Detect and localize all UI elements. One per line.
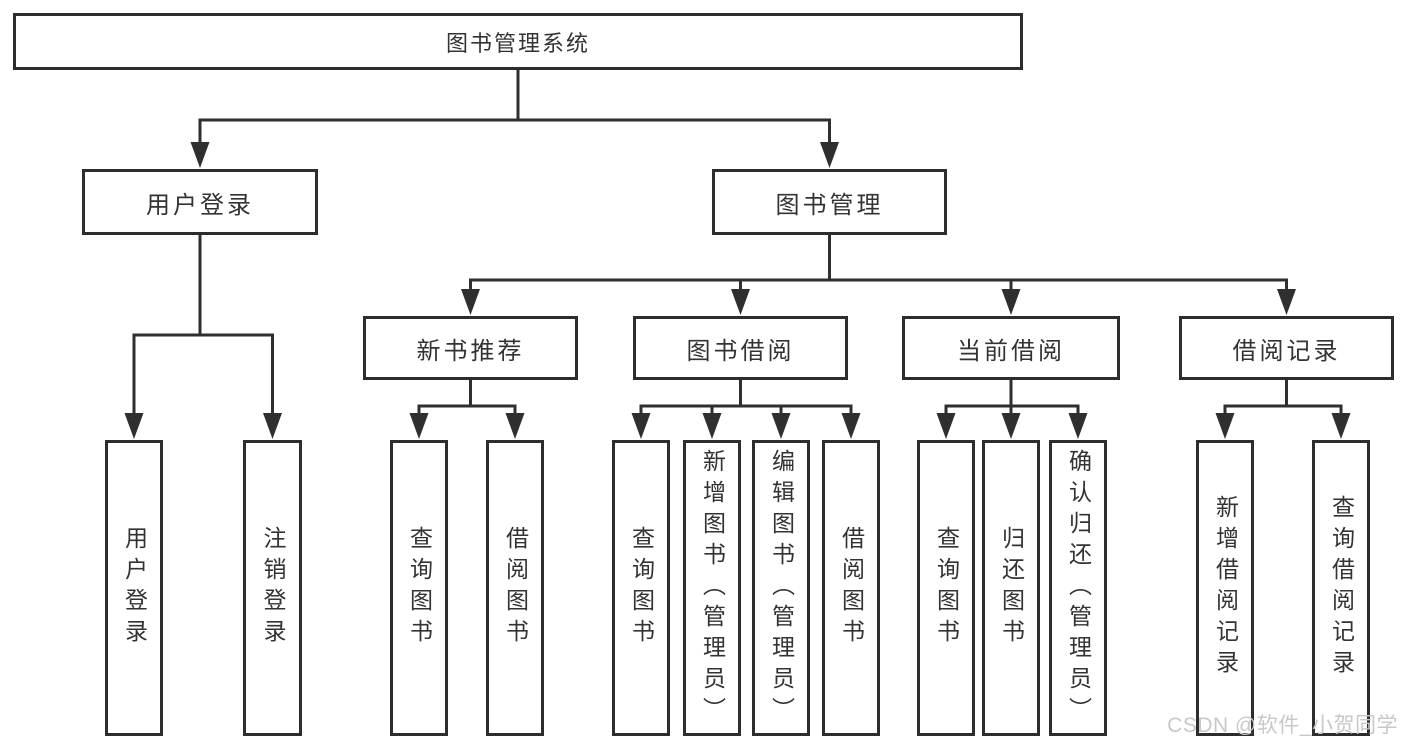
arrowhead-icon bbox=[461, 289, 480, 315]
arrowhead-icon bbox=[771, 413, 791, 439]
node-leaf-query-borrow-record: 查询借阅记录 bbox=[1312, 440, 1370, 736]
node-leaf-borrow-books-1: 借阅图书 bbox=[486, 440, 544, 736]
node-label-leaf-borrow-books-1: 借阅图书 bbox=[502, 526, 529, 650]
node-book-mgmt: 图书管理 bbox=[712, 169, 947, 235]
node-borrow-records: 借阅记录 bbox=[1179, 316, 1394, 380]
node-label-leaf-borrow-books-2: 借阅图书 bbox=[838, 526, 865, 650]
node-leaf-add-borrow-record: 新增借阅记录 bbox=[1196, 440, 1254, 736]
arrowhead-icon bbox=[263, 413, 282, 439]
arrowhead-icon bbox=[820, 142, 839, 168]
node-leaf-add-books: 新增图书（管理员） bbox=[683, 440, 741, 736]
arrowhead-icon bbox=[1277, 289, 1296, 315]
node-label-leaf-query-borrow-record: 查询借阅记录 bbox=[1328, 495, 1355, 681]
node-leaf-query-books-3: 查询图书 bbox=[917, 440, 975, 736]
arrowhead-icon bbox=[505, 413, 525, 439]
node-label-new-book-rec: 新书推荐 bbox=[416, 337, 525, 365]
node-leaf-borrow-books-2: 借阅图书 bbox=[822, 440, 880, 736]
arrowhead-icon bbox=[1001, 413, 1021, 439]
node-leaf-user-login: 用户登录 bbox=[105, 440, 163, 736]
arrowhead-icon bbox=[731, 289, 750, 315]
edge-new-book-rec bbox=[409, 380, 525, 439]
node-leaf-logout: 注销登录 bbox=[243, 440, 302, 736]
arrowhead-icon bbox=[409, 413, 429, 439]
node-leaf-query-books-1: 查询图书 bbox=[390, 440, 448, 736]
arrowhead-icon bbox=[936, 413, 956, 439]
arrowhead-icon bbox=[1001, 289, 1021, 315]
node-label-book-mgmt: 图书管理 bbox=[775, 191, 884, 219]
node-label-root: 图书管理系统 bbox=[445, 30, 590, 56]
node-label-leaf-query-books-2: 查询图书 bbox=[628, 526, 655, 650]
node-leaf-confirm-return: 确认归还（管理员） bbox=[1049, 440, 1107, 736]
watermark-text: CSDN @软件_小贺同学 bbox=[1167, 714, 1398, 737]
node-label-leaf-add-books: 新增图书（管理员） bbox=[699, 448, 726, 728]
arrowhead-icon bbox=[1068, 413, 1088, 439]
node-leaf-return-books: 归还图书 bbox=[982, 440, 1040, 736]
edge-user-login bbox=[124, 235, 282, 439]
arrowhead-icon bbox=[702, 413, 722, 439]
node-label-borrow-records: 借阅记录 bbox=[1232, 337, 1341, 365]
edge-book-borrow bbox=[631, 380, 861, 439]
node-label-current-borrow: 当前借阅 bbox=[957, 337, 1065, 365]
arrowhead-icon bbox=[190, 142, 210, 168]
node-leaf-edit-books: 编辑图书（管理员） bbox=[752, 440, 810, 736]
node-new-book-rec: 新书推荐 bbox=[363, 316, 578, 380]
node-label-leaf-query-books-3: 查询图书 bbox=[933, 526, 960, 650]
edge-current-borrow bbox=[936, 380, 1088, 439]
arrowhead-icon bbox=[124, 413, 144, 439]
node-label-leaf-user-login: 用户登录 bbox=[121, 526, 148, 650]
node-label-leaf-logout: 注销登录 bbox=[260, 526, 286, 650]
node-root: 图书管理系统 bbox=[13, 13, 1023, 70]
arrowhead-icon bbox=[1215, 413, 1235, 439]
node-book-borrow: 图书借阅 bbox=[633, 316, 848, 380]
node-label-leaf-query-books-1: 查询图书 bbox=[406, 526, 433, 650]
node-label-user-login: 用户登录 bbox=[146, 191, 254, 219]
node-label-leaf-edit-books: 编辑图书（管理员） bbox=[768, 448, 795, 728]
arrowhead-icon bbox=[1331, 413, 1351, 439]
node-leaf-query-books-2: 查询图书 bbox=[612, 440, 670, 736]
node-label-leaf-add-borrow-record: 新增借阅记录 bbox=[1212, 495, 1239, 681]
arrowhead-icon bbox=[631, 413, 651, 439]
node-label-book-borrow: 图书借阅 bbox=[686, 337, 795, 365]
node-label-leaf-confirm-return: 确认归还（管理员） bbox=[1065, 448, 1092, 728]
edge-borrow-records bbox=[1215, 380, 1351, 439]
edge-root bbox=[190, 70, 839, 168]
node-current-borrow: 当前借阅 bbox=[902, 316, 1120, 380]
edge-book-mgmt bbox=[461, 235, 1296, 315]
node-user-login: 用户登录 bbox=[82, 169, 318, 235]
node-label-leaf-return-books: 归还图书 bbox=[998, 526, 1025, 650]
arrowhead-icon bbox=[841, 413, 861, 439]
